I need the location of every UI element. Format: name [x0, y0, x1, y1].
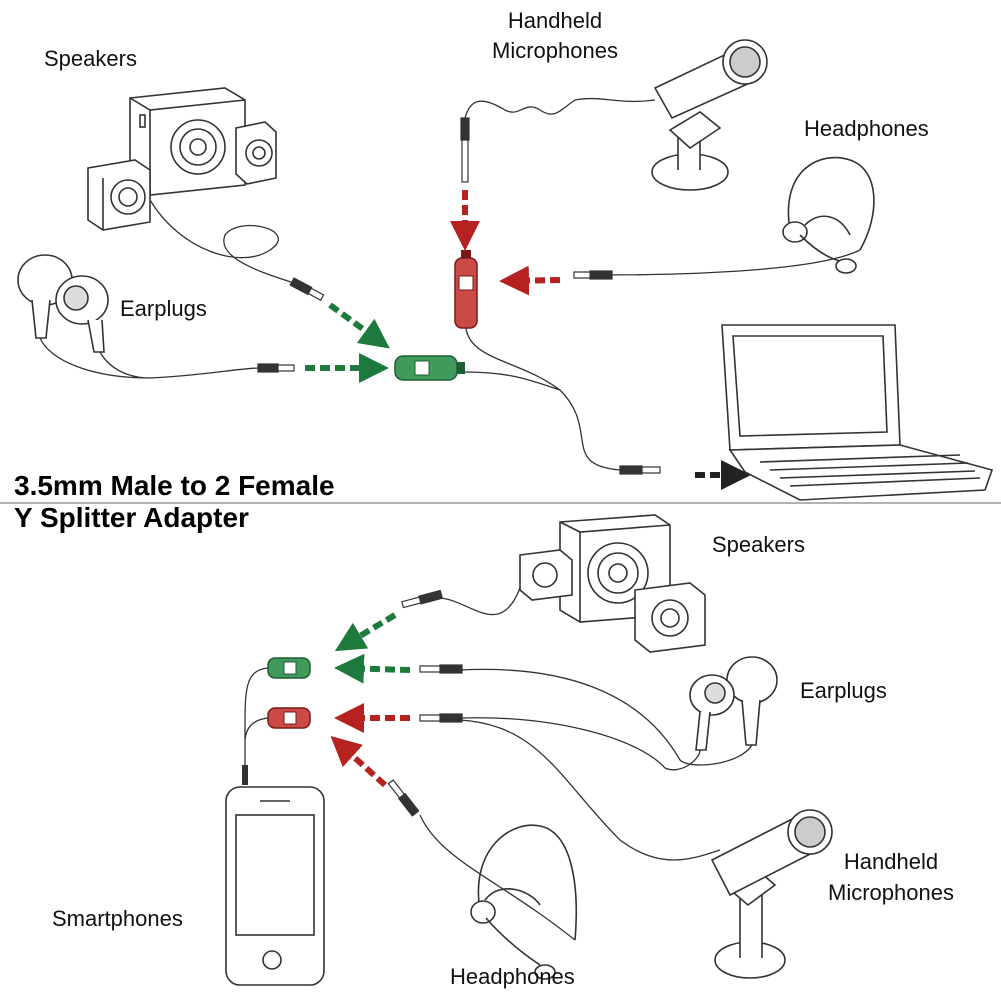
bottom-speaker-arrow — [334, 612, 397, 652]
top-mic-plug — [460, 117, 470, 183]
bottom-earplugs-label: Earplugs — [800, 678, 887, 703]
top-headset-cable — [599, 249, 861, 276]
bottom-splitter-cable — [244, 667, 269, 770]
smartphone-icon — [225, 786, 325, 986]
bottom-headphones-label: Headphones — [450, 964, 575, 989]
bottom-microphone-icon — [710, 809, 833, 979]
top-speaker-cable — [149, 199, 301, 286]
top-headphones-label: Headphones — [804, 116, 929, 141]
top-green-jack — [394, 355, 465, 381]
bottom-speakers-label: Speakers — [712, 532, 805, 557]
bottom-headset-arrow — [330, 735, 388, 788]
top-earplug-cable — [39, 337, 261, 379]
top-mic-cable — [464, 97, 656, 119]
top-speaker-plug — [289, 277, 325, 301]
bottom-earplug-plug — [419, 664, 463, 674]
top-earplugs-label: Earplugs — [120, 296, 207, 321]
bottom-green-jack — [267, 657, 311, 679]
title-line1: 3.5mm Male to 2 Female — [14, 470, 335, 501]
top-red-jack — [454, 250, 478, 329]
top-laptop-plug — [619, 465, 661, 475]
bottom-speakers-icon — [519, 514, 706, 653]
top-speaker-arrow — [328, 302, 390, 349]
bottom-mic-cable — [459, 719, 721, 861]
bottom-mic-label-line2: Microphones — [828, 880, 954, 905]
bottom-mic-label: Handheld Microphones — [828, 846, 954, 908]
top-splitter-cable — [464, 327, 621, 471]
bottom-mic-plug — [419, 713, 463, 723]
bottom-smartphones-label: Smartphones — [52, 906, 183, 931]
page-title: 3.5mm Male to 2 Female Y Splitter Adapte… — [14, 470, 335, 534]
bottom-red-jack — [267, 707, 311, 729]
bottom-mic-label-line1: Handheld — [843, 849, 939, 874]
laptop-icon — [721, 324, 994, 501]
bottom-earplugs-icon — [689, 656, 778, 751]
bottom-headset-plug — [387, 779, 420, 817]
top-speakers-icon — [87, 87, 277, 231]
top-headset-arrow — [499, 265, 561, 296]
bottom-phone-plug — [242, 765, 248, 785]
bottom-earplug-cable-b — [459, 717, 701, 771]
bottom-speaker-cable — [439, 587, 521, 616]
top-mic-label: Handheld Microphones — [492, 6, 618, 66]
bottom-earplug-arrow — [334, 653, 411, 684]
bottom-headset-icon — [470, 824, 578, 980]
top-headset-plug — [573, 270, 613, 280]
top-microphone-icon — [651, 39, 768, 191]
top-earplugs-icon — [17, 254, 109, 353]
top-speakers-label: Speakers — [44, 46, 137, 71]
top-earplug-plug — [257, 363, 295, 373]
bottom-earplug-cable-a — [459, 668, 753, 766]
bottom-headset-cable — [419, 814, 576, 941]
top-mic-label-line2: Microphones — [492, 38, 618, 63]
bottom-speaker-plug — [401, 589, 444, 609]
top-headset-icon — [782, 156, 875, 274]
title-line2: Y Splitter Adapter — [14, 502, 249, 533]
top-mic-label-line1: Handheld — [507, 8, 603, 33]
